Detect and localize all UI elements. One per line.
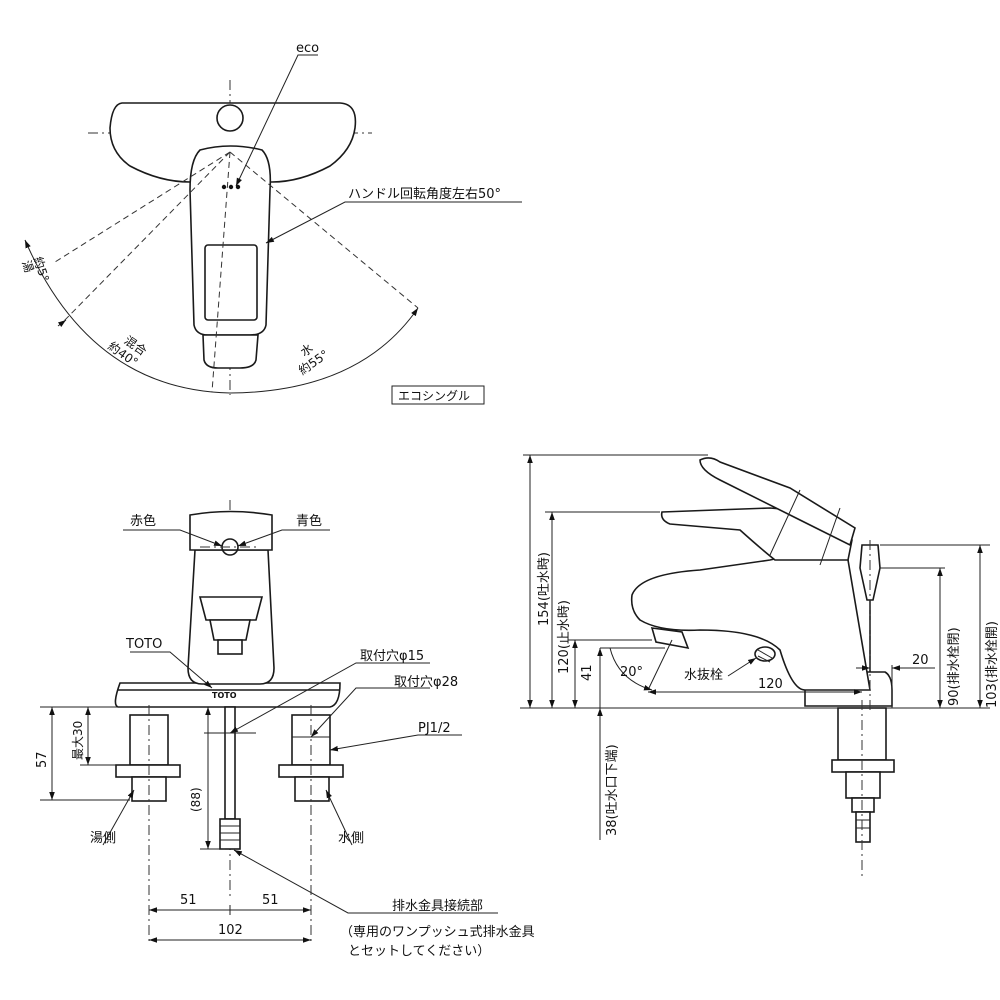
drain-connect-label: 排水金具接続部: [392, 898, 483, 914]
model-box-label: エコシングル: [398, 389, 470, 403]
dim-41: 41: [580, 664, 595, 681]
brand-mark: TOTO: [212, 691, 237, 700]
drain-rod: [224, 706, 236, 820]
eco-label: eco: [296, 41, 319, 56]
water-fitting: [294, 776, 330, 802]
side-fitting-tip: [851, 797, 875, 813]
hot-side-label: 湯側: [90, 831, 116, 846]
front-lever: [189, 510, 273, 551]
drain-knob: [859, 544, 881, 601]
side-nozzle: [650, 627, 690, 650]
front-aerator-tip: [217, 639, 243, 655]
drain-note-1: （専用のワンプッシュ式排水金具: [340, 924, 535, 940]
water-side-label: 水側: [338, 831, 364, 846]
dim-51-left: 51: [180, 893, 197, 908]
pipe-label: PJ1/2: [418, 721, 451, 736]
front-spout: [198, 596, 264, 621]
top-lever: [189, 145, 272, 336]
eco-dot: [221, 184, 227, 190]
hole-15-label: 取付穴φ15: [360, 649, 424, 664]
hot-angle-value: 約5°: [31, 255, 53, 284]
top-lever-tip: [202, 334, 259, 369]
model-box: [391, 385, 485, 405]
front-base-plate: [114, 682, 341, 708]
dim-103: 103(排水栓開): [985, 621, 1000, 708]
drain-connector: [219, 818, 241, 850]
hot-nut: [115, 764, 181, 778]
top-view: eco ハンドル回転角度左右50° 湯 約5° 混合 約40° 水 約55° エ…: [19, 41, 522, 405]
hot-angle-label: 湯: [19, 259, 36, 275]
drain-note-2: とセットしてください）: [348, 944, 490, 959]
dim-max30: 最大30: [71, 721, 85, 760]
side-fitting: [845, 771, 881, 799]
top-mount-hole: [216, 104, 244, 132]
dim-20: 20: [912, 653, 929, 668]
side-lever-open: [699, 457, 856, 547]
side-view: 154(吐水時) 120(止水時) 41 20° 38(吐水口下端) 水抜栓 1…: [520, 454, 1000, 880]
handle-leader: [265, 201, 522, 244]
dim-154: 154(吐水時): [537, 552, 552, 626]
eco-dot: [228, 184, 234, 190]
front-aerator: [209, 619, 251, 641]
dim-90: 90(排水栓閉): [947, 627, 962, 706]
eco-leader: [235, 54, 318, 187]
dim-120: 120: [758, 677, 783, 692]
dim-120-stop: 120(止水時): [557, 600, 572, 674]
side-nut: [831, 759, 895, 773]
hole-28-label: 取付穴φ28: [394, 675, 458, 690]
rotation-arc: [24, 239, 419, 394]
dim-38: 38(吐水口下端): [605, 744, 620, 836]
front-view: TOTO 57 最大30 (88) 51 51 102: [35, 500, 535, 959]
dim-102: 102: [218, 923, 243, 938]
blue-label: 青色: [296, 513, 322, 529]
side-connector: [855, 811, 871, 843]
red-label: 赤色: [130, 513, 156, 529]
dim-57: 57: [35, 751, 50, 768]
handle-rotation-label: ハンドル回転角度左右50°: [348, 186, 501, 202]
drain-plug-label: 水抜栓: [684, 667, 723, 683]
brand-label: TOTO: [125, 637, 162, 652]
top-base-plate: [109, 102, 357, 183]
dim-88: (88): [189, 787, 203, 812]
dim-51-right: 51: [262, 893, 279, 908]
side-body: [630, 551, 871, 691]
angle-20: 20°: [620, 665, 643, 680]
